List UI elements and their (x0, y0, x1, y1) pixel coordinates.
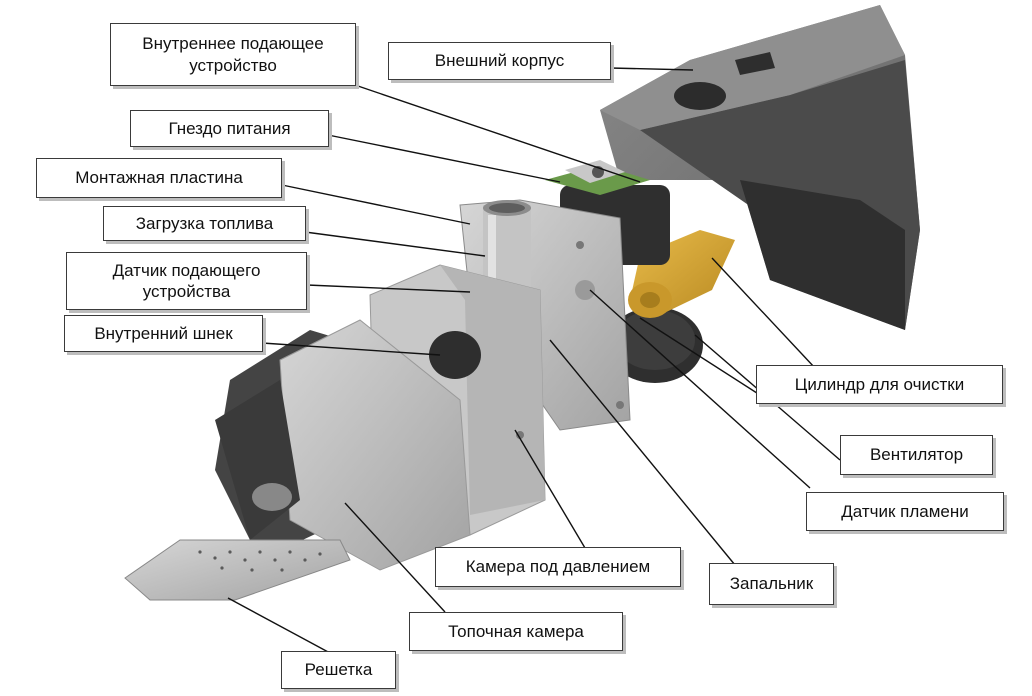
leader-lines (227, 67, 841, 654)
label-combustion-chamber: Топочная камера (409, 612, 623, 651)
label-fuel-loading: Загрузка топлива (103, 206, 306, 241)
label-cleaning-cylinder: Цилиндр для очистки (756, 365, 1003, 404)
label-igniter: Запальник (709, 563, 834, 605)
label-inner-feeder: Внутреннее подающее устройство (110, 23, 356, 86)
combustion-chamber (215, 319, 471, 571)
label-feeder-sensor: Датчик подающего устройства (66, 252, 307, 310)
label-flame-sensor: Датчик пламени (806, 492, 1004, 531)
label-grate: Решетка (281, 651, 396, 689)
grate (124, 539, 351, 601)
label-power-socket: Гнездо питания (130, 110, 329, 147)
casing-hole (674, 82, 726, 110)
label-fan: Вентилятор (840, 435, 993, 475)
label-inner-auger: Внутренний шнек (64, 315, 263, 352)
label-pressure-chamber: Камера под давлением (435, 547, 681, 587)
outer-casing (600, 5, 920, 330)
label-outer-casing: Внешний корпус (388, 42, 611, 80)
label-mounting-plate: Монтажная пластина (36, 158, 282, 198)
auger-opening (429, 331, 481, 379)
